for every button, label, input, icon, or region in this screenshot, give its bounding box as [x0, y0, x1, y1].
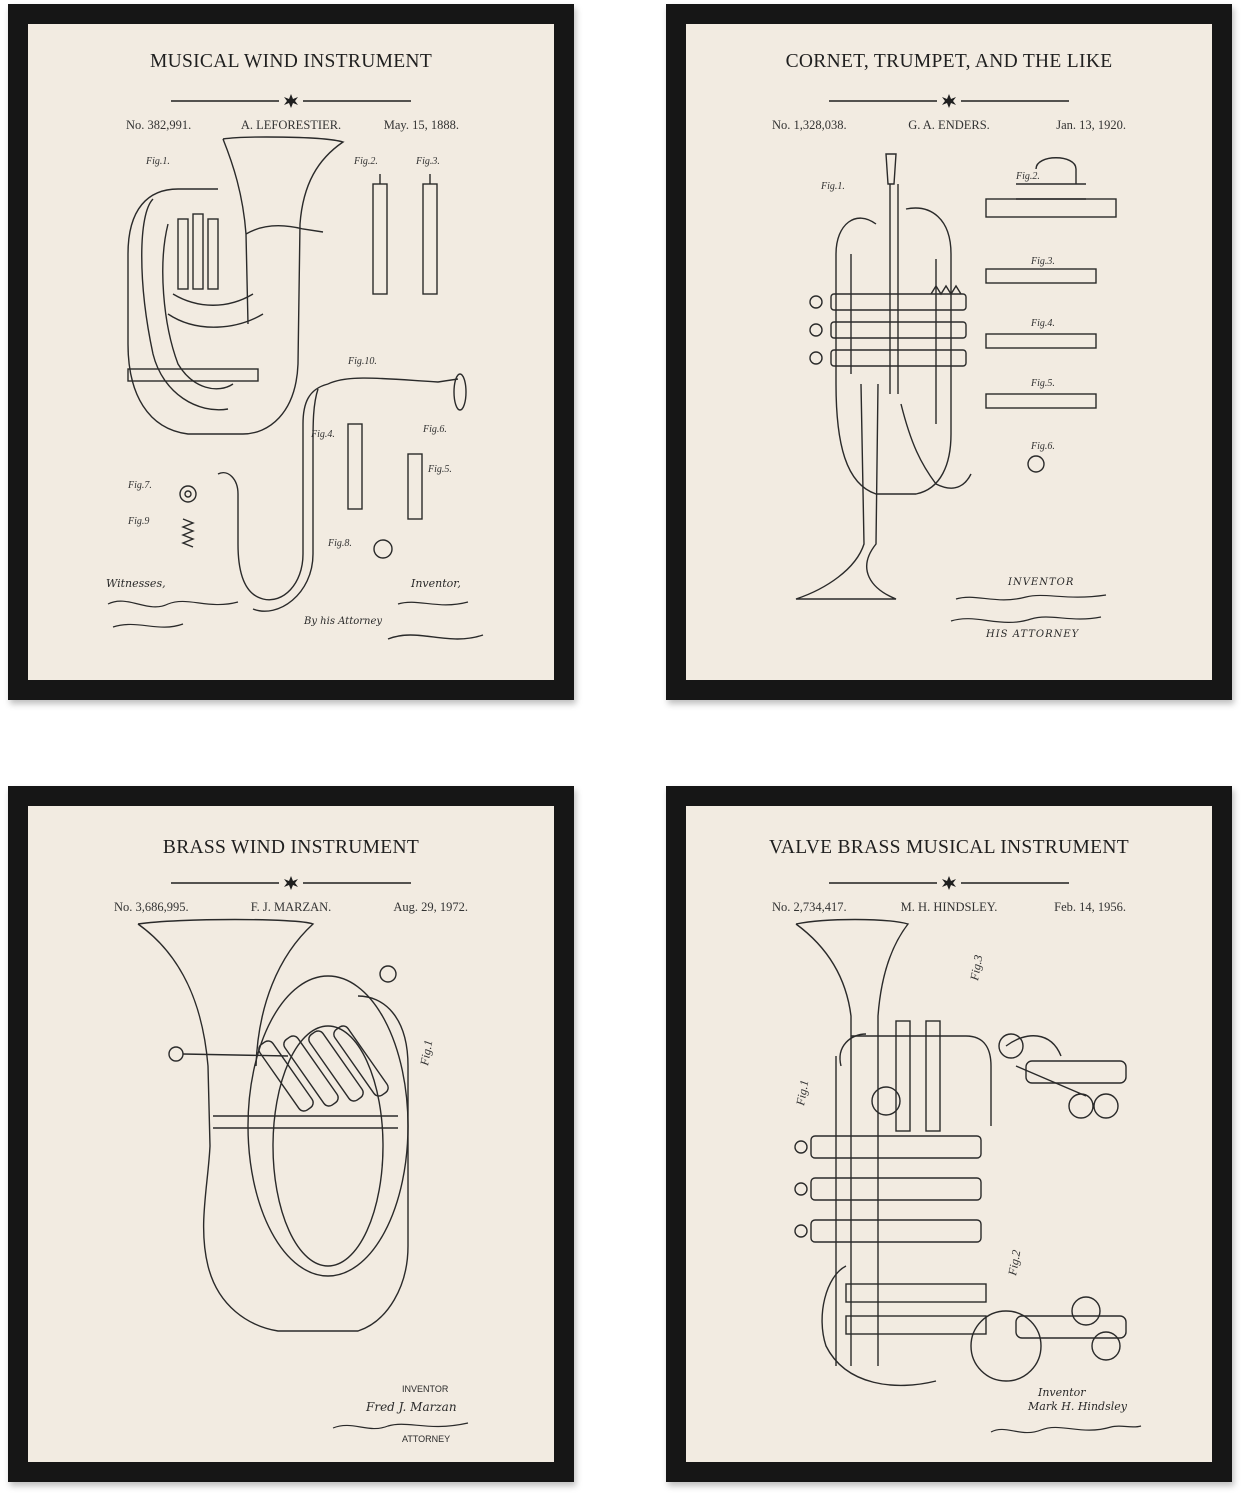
- handwritten-signatures: [107, 600, 484, 640]
- figure-label: Fig.2.: [353, 156, 378, 167]
- figure-label: Fig.1: [793, 1079, 811, 1108]
- figure-label: Fig.3.: [1030, 256, 1055, 267]
- poster-title: CORNET, TRUMPET, AND THE LIKE: [785, 51, 1113, 72]
- figure-label: Fig.2.: [1015, 171, 1040, 182]
- patent-number: No. 1,328,038.: [772, 118, 847, 132]
- figure-label: Fig.3.: [415, 156, 440, 167]
- figure-label: Fig.1: [417, 1039, 435, 1068]
- euphonium-patent-drawing: Fig.1. Fig.2. Fig.3. Fig.4. Fig.5. Fig.6…: [127, 136, 467, 612]
- inventor-label: Inventor: [1038, 1386, 1086, 1399]
- cornet-patent-drawing: Fig.1. Fig.2. Fig.3. Fig.4. Fig.5. Fig.6…: [795, 153, 1117, 600]
- figure-label: Fig.8.: [327, 538, 352, 549]
- figure-label: Fig.6.: [422, 424, 447, 435]
- figure-label: Fig.9: [127, 516, 149, 527]
- poster-mat-4: VALVE BRASS MUSICAL INSTRUMENT No. 2,734…: [686, 806, 1212, 1462]
- witnesses-label: Witnesses,: [106, 577, 166, 590]
- poster-title: MUSICAL WIND INSTRUMENT: [149, 51, 433, 72]
- figure-label: Fig.4.: [310, 429, 335, 440]
- figure-label: Fig.10.: [347, 356, 377, 367]
- poster-frame-1: MUSICAL WIND INSTRUMENT No. 382,991. A. …: [8, 4, 574, 700]
- poster-mat-3: BRASS WIND INSTRUMENT No. 3,686,995. F. …: [28, 806, 554, 1462]
- figure-label: Fig.7.: [127, 480, 152, 491]
- attorney-label: ATTORNEY: [402, 1434, 451, 1444]
- tuba-patent-drawing: Fig.1: [137, 918, 435, 1332]
- trumpet-patent-drawing: Fig.1 Fig.2 Fig.3: [793, 918, 1127, 1387]
- attorney-label: By his Attorney: [304, 616, 383, 627]
- attorney-signature: [990, 1425, 1142, 1434]
- poster-title: BRASS WIND INSTRUMENT: [162, 837, 420, 858]
- inventor-signature: Fred J. Marzan: [366, 1400, 457, 1414]
- patent-date: May. 15, 1888.: [383, 118, 459, 132]
- patent-number: No. 3,686,995.: [114, 900, 189, 914]
- poster-frame-2: CORNET, TRUMPET, AND THE LIKE No. 1,328,…: [666, 4, 1232, 700]
- poster-frame-4: VALVE BRASS MUSICAL INSTRUMENT No. 2,734…: [666, 786, 1232, 1482]
- inventor-label: Inventor,: [411, 577, 461, 590]
- figure-label: Fig.5.: [427, 464, 452, 475]
- figure-label: Fig.2: [1005, 1249, 1023, 1278]
- inventor-name: A. LEFORESTIER.: [240, 118, 342, 132]
- poster-title: VALVE BRASS MUSICAL INSTRUMENT: [769, 837, 1129, 858]
- patent-number: No. 382,991.: [126, 118, 192, 132]
- figure-label: Fig.1.: [820, 181, 845, 192]
- inventor-name: G. A. ENDERS.: [908, 118, 990, 132]
- inventor-signature: Mark H. Hindsley: [1028, 1400, 1127, 1413]
- patent-date: Aug. 29, 1972.: [393, 900, 468, 914]
- handwritten-signatures: [950, 594, 1107, 623]
- patent-number: No. 2,734,417.: [772, 900, 847, 914]
- figure-label: Fig.6.: [1030, 441, 1055, 452]
- patent-date: Feb. 14, 1956.: [1054, 900, 1126, 914]
- inventor-name: F. J. MARZAN.: [250, 900, 332, 914]
- attorney-signature: [332, 1422, 469, 1430]
- inventor-name: M. H. HINDSLEY.: [900, 900, 998, 914]
- figure-label: Fig.4.: [1030, 318, 1055, 329]
- attorney-label: HIS ATTORNEY: [986, 629, 1080, 640]
- figure-label: Fig.1.: [145, 156, 170, 167]
- inventor-label: INVENTOR: [402, 1384, 449, 1394]
- inventor-label: INVENTOR: [1008, 577, 1075, 588]
- figure-label: Fig.5.: [1030, 378, 1055, 389]
- poster-mat-2: CORNET, TRUMPET, AND THE LIKE No. 1,328,…: [686, 24, 1212, 680]
- patent-date: Jan. 13, 1920.: [1056, 118, 1126, 132]
- poster-frame-3: BRASS WIND INSTRUMENT No. 3,686,995. F. …: [8, 786, 574, 1482]
- figure-label: Fig.3: [967, 954, 985, 983]
- poster-mat-1: MUSICAL WIND INSTRUMENT No. 382,991. A. …: [28, 24, 554, 680]
